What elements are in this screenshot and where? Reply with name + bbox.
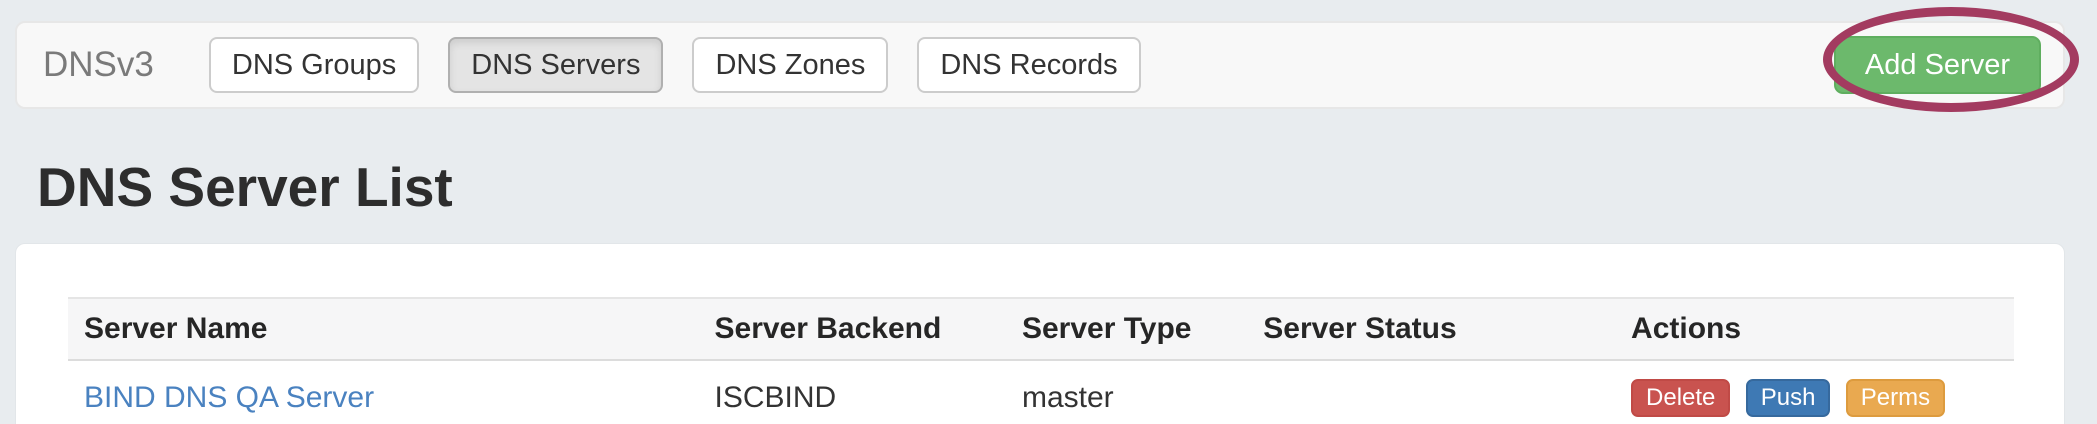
nav-tabs: DNS Groups DNS Servers DNS Zones DNS Rec… bbox=[208, 37, 1141, 93]
actions-cell: Delete Push Perms bbox=[1615, 360, 2014, 424]
perms-button[interactable]: Perms bbox=[1845, 378, 1946, 417]
table-header-row: Server Name Server Backend Server Type S… bbox=[68, 297, 2014, 361]
col-header-server-backend: Server Backend bbox=[698, 297, 1006, 361]
server-name-link[interactable]: BIND DNS QA Server bbox=[84, 380, 375, 414]
server-status-cell bbox=[1247, 360, 1615, 424]
table-row: BIND DNS QA Server ISCBIND master Delete… bbox=[68, 360, 2014, 424]
server-backend-cell: ISCBIND bbox=[714, 380, 837, 414]
server-list-card: Server Name Server Backend Server Type S… bbox=[15, 243, 2065, 424]
server-name-cell: BIND DNS QA Server bbox=[68, 360, 699, 424]
top-navbar: DNSv3 DNS Groups DNS Servers DNS Zones D… bbox=[15, 21, 2065, 109]
tab-dns-servers[interactable]: DNS Servers bbox=[448, 37, 664, 93]
server-table: Server Name Server Backend Server Type S… bbox=[68, 297, 2014, 424]
brand: DNSv3 bbox=[43, 45, 154, 84]
col-header-actions: Actions bbox=[1615, 297, 2014, 361]
server-type-cell: master bbox=[1021, 380, 1114, 414]
tab-dns-records[interactable]: DNS Records bbox=[917, 37, 1141, 93]
page-title: DNS Server List bbox=[37, 156, 453, 218]
add-server-button[interactable]: Add Server bbox=[1833, 36, 2041, 94]
col-header-server-status: Server Status bbox=[1247, 297, 1616, 361]
col-header-server-name: Server Name bbox=[68, 297, 699, 361]
delete-button[interactable]: Delete bbox=[1631, 378, 1731, 417]
tab-dns-zones[interactable]: DNS Zones bbox=[692, 37, 889, 93]
tab-dns-groups[interactable]: DNS Groups bbox=[208, 37, 420, 93]
col-header-server-type: Server Type bbox=[1005, 297, 1248, 361]
push-button[interactable]: Push bbox=[1745, 378, 1831, 417]
